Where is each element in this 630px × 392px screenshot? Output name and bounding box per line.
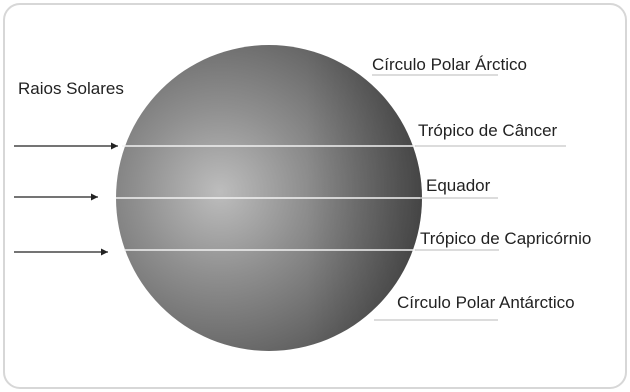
solar-rays-label: Raios Solares xyxy=(18,79,124,98)
arctic-circle-label: Círculo Polar Árctico xyxy=(372,55,527,74)
tropic-capricorn-label: Trópico de Capricórnio xyxy=(420,229,591,248)
equator-label: Equador xyxy=(426,176,491,195)
tropic-cancer-label: Trópico de Câncer xyxy=(418,121,558,140)
antarctic-circle-label: Círculo Polar Antárctico xyxy=(397,293,575,312)
